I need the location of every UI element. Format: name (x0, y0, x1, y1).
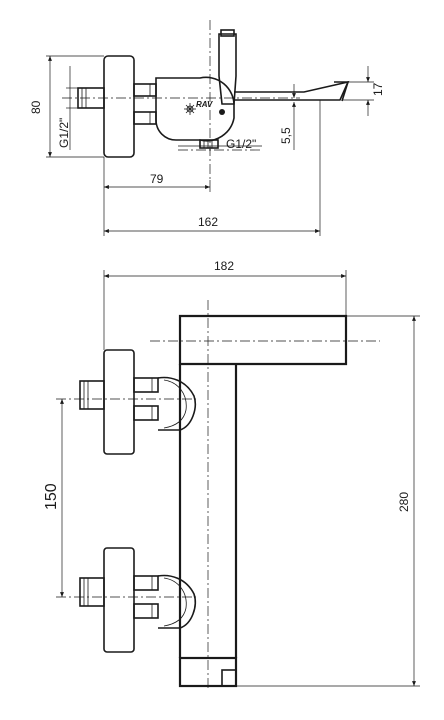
dim-182: 182 (214, 259, 234, 273)
outlet-nozzle (221, 669, 237, 687)
dim-5-5: 5,5 (279, 127, 293, 144)
dim-80: 80 (29, 100, 43, 114)
dim-thread-left: G1/2" (57, 118, 71, 148)
top-view: RAV 80 G1/2" G1/2" 17 5,5 79 (29, 20, 385, 236)
upper-elbow (157, 376, 196, 431)
lower-elbow (157, 574, 196, 629)
lower-stub-top (133, 575, 159, 591)
upper-stub-top (133, 377, 159, 393)
lower-flange (103, 547, 135, 653)
outlet-fitting (199, 139, 219, 149)
indicator-dot (219, 109, 225, 115)
dim-17: 17 (371, 82, 385, 96)
lever-handle (218, 33, 237, 105)
lever-cap (220, 29, 235, 37)
lower-stub-bottom (133, 603, 159, 619)
upper-stub-bottom (133, 405, 159, 421)
spout-head (178, 314, 348, 366)
spout-arm (234, 80, 350, 101)
upper-flange (103, 349, 135, 455)
thermostat-scale-icon (184, 103, 196, 115)
connector-stub-top (133, 83, 157, 97)
dim-150: 150 (43, 483, 60, 510)
dim-280: 280 (397, 492, 411, 512)
upper-thread (79, 380, 105, 410)
dim-162: 162 (198, 215, 218, 229)
vertical-tube (178, 364, 238, 658)
lower-thread (79, 577, 105, 607)
logo-text: RAV (196, 100, 213, 109)
front-view: 182 150 (43, 259, 420, 690)
connector-stub-bottom (133, 111, 157, 125)
dim-79: 79 (150, 172, 164, 186)
dim-thread-bottom: G1/2" (226, 137, 256, 151)
wall-flange (103, 55, 135, 158)
